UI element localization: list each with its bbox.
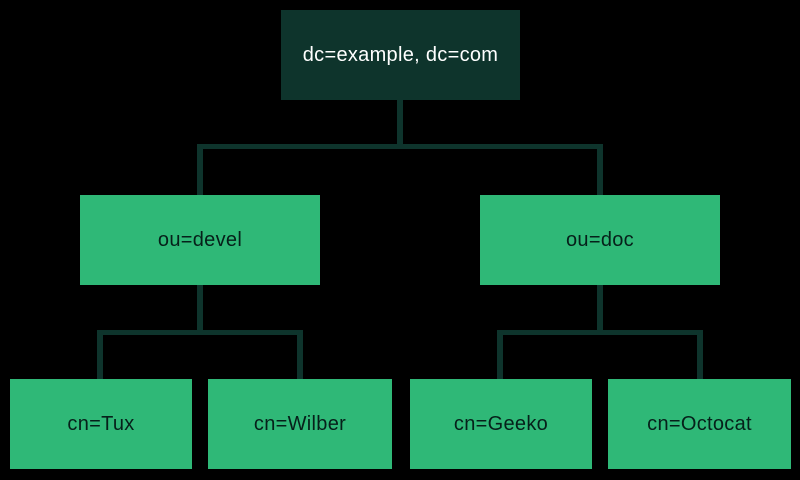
tree-node-root: dc=example, dc=com xyxy=(281,10,520,100)
tree-node-cn-geeko-label: cn=Geeko xyxy=(453,412,549,435)
tree-node-cn-tux-label: cn=Tux xyxy=(67,412,135,435)
connector-devel-horizontal xyxy=(97,330,303,335)
connector-devel-stub xyxy=(197,285,203,335)
tree-node-cn-geeko: cn=Geeko xyxy=(410,379,592,469)
connector-drop-tux xyxy=(97,330,103,379)
tree-node-cn-tux: cn=Tux xyxy=(10,379,192,469)
tree-node-ou-devel: ou=devel xyxy=(80,195,320,285)
connector-doc-stub xyxy=(597,285,603,335)
connector-drop-geeko xyxy=(497,330,503,379)
connector-root-stub xyxy=(397,100,403,149)
connector-drop-octocat xyxy=(697,330,703,379)
tree-node-ou-doc-label: ou=doc xyxy=(566,228,634,251)
tree-node-root-label: dc=example, dc=com xyxy=(302,43,499,66)
connector-drop-doc xyxy=(597,144,603,195)
tree-node-ou-doc: ou=doc xyxy=(480,195,720,285)
tree-node-cn-octocat-label: cn=Octocat xyxy=(647,412,752,435)
tree-node-cn-wilber-label: cn=Wilber xyxy=(253,412,347,435)
tree-node-cn-octocat: cn=Octocat xyxy=(608,379,791,469)
connector-doc-horizontal xyxy=(497,330,703,335)
tree-node-ou-devel-label: ou=devel xyxy=(157,228,243,251)
connector-drop-devel xyxy=(197,144,203,195)
connector-root-horizontal xyxy=(197,144,603,149)
connector-drop-wilber xyxy=(297,330,303,379)
tree-node-cn-wilber: cn=Wilber xyxy=(208,379,392,469)
